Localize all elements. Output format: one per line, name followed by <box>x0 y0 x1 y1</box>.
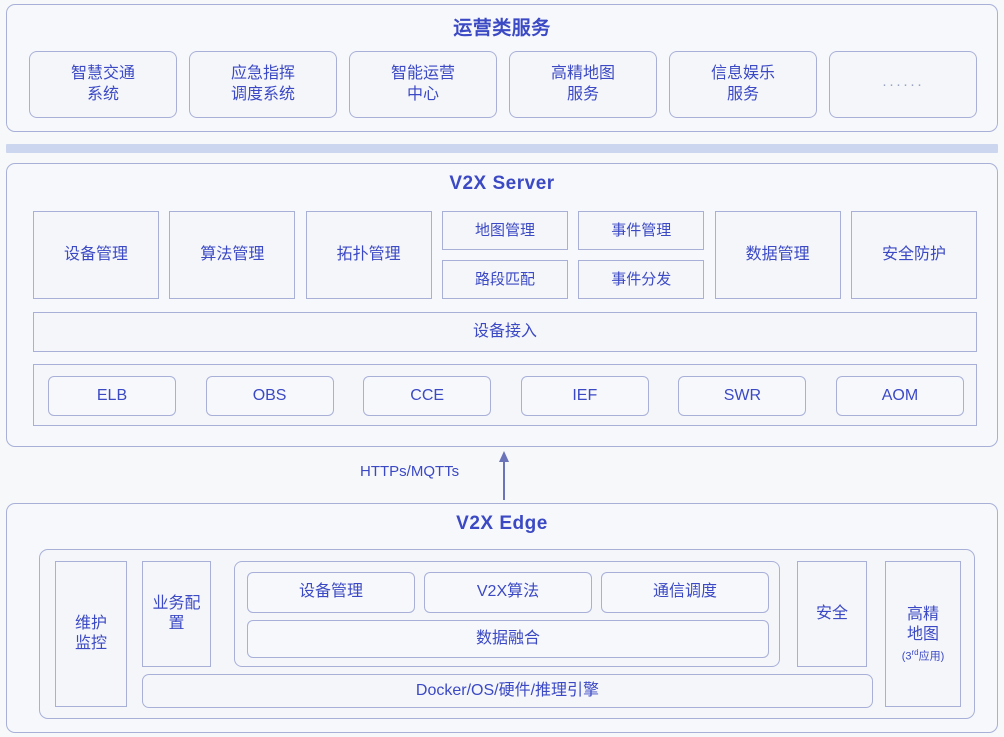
server-module-security-protection[interactable]: 安全防护 <box>850 211 977 299</box>
operations-services-title: 运营类服务 <box>453 18 551 39</box>
edge-data-fusion-label: 数据融合 <box>475 629 540 647</box>
ops-item-hd-map-service[interactable]: 高精地图服务 <box>509 51 657 118</box>
server-module-label: 事件管理 <box>611 221 672 239</box>
server-module-algorithm-management[interactable]: 算法管理 <box>169 211 296 299</box>
edge-module-label: 通信调度 <box>652 583 717 601</box>
server-device-access-bar[interactable]: 设备接入 <box>33 312 977 352</box>
v2x-edge-panel: V2X Edge 维护监控 业务配置 设备管理 V2X算法 通信调度 <box>6 503 998 733</box>
ellipsis-icon: ······ <box>882 75 924 93</box>
edge-hd-map[interactable]: 高精地图 (3rd应用) <box>885 561 961 707</box>
server-module-label: 安全防护 <box>881 245 946 263</box>
ops-item-emergency-dispatch[interactable]: 应急指挥调度系统 <box>189 51 337 118</box>
cloud-service-label: ELB <box>96 386 128 404</box>
v2x-server-panel: V2X Server 设备管理 算法管理 拓扑管理 地图管理 路段匹配 <box>6 163 998 447</box>
arrow-up-icon <box>499 451 509 500</box>
server-module-device-management[interactable]: 设备管理 <box>33 211 159 299</box>
server-module-label: 路段匹配 <box>474 270 535 288</box>
edge-module-communication-scheduling[interactable]: 通信调度 <box>601 572 769 613</box>
edge-hd-map-sub-prefix: (3 <box>901 650 912 663</box>
server-module-event-management[interactable]: 事件管理 <box>578 211 705 250</box>
cloud-service-label: AOM <box>881 386 919 404</box>
operations-services-row: 智慧交通系统 应急指挥调度系统 智能运营中心 高精地图服务 信息娱乐服务 ···… <box>29 51 977 118</box>
cloud-service-label: CCE <box>410 386 445 404</box>
edge-security-label: 安全 <box>815 604 848 622</box>
ops-item-label: 高精地图服务 <box>550 65 615 103</box>
server-module-label: 拓扑管理 <box>336 245 401 263</box>
ops-item-label: 智慧交通系统 <box>70 65 135 103</box>
cloud-service-label: IEF <box>572 386 598 404</box>
server-module-event-stack: 事件管理 事件分发 <box>578 211 705 299</box>
server-module-label: 地图管理 <box>474 221 535 239</box>
server-module-road-matching[interactable]: 路段匹配 <box>441 260 568 299</box>
edge-platform-bar[interactable]: Docker/OS/硬件/推理引擎 <box>142 674 873 708</box>
v2x-server-modules-row: 设备管理 算法管理 拓扑管理 地图管理 路段匹配 事件管理 <box>33 211 977 299</box>
edge-hd-map-sub-sup: rd <box>911 647 919 657</box>
edge-maintenance-monitoring[interactable]: 维护监控 <box>55 561 127 707</box>
ops-item-infotainment-service[interactable]: 信息娱乐服务 <box>669 51 817 118</box>
server-module-label: 数据管理 <box>745 245 810 263</box>
cloud-service-swr[interactable]: SWR <box>678 376 807 416</box>
cloud-service-label: OBS <box>252 386 287 404</box>
edge-hd-map-label: 高精地图 <box>906 605 939 644</box>
ops-item-more[interactable]: ······ <box>829 51 977 118</box>
cloud-service-elb[interactable]: ELB <box>48 376 176 416</box>
edge-module-label: 设备管理 <box>298 583 363 601</box>
cloud-service-cce[interactable]: CCE <box>363 376 492 416</box>
section-divider <box>6 144 998 153</box>
server-module-data-management[interactable]: 数据管理 <box>714 211 841 299</box>
server-module-label: 事件分发 <box>611 270 672 288</box>
connector-protocol-label: HTTPs/MQTTs <box>360 463 460 480</box>
edge-module-v2x-algorithm[interactable]: V2X算法 <box>424 572 592 613</box>
server-device-access-label: 设备接入 <box>472 322 537 340</box>
server-module-map-stack: 地图管理 路段匹配 <box>441 211 568 299</box>
edge-core-modules-row: 设备管理 V2X算法 通信调度 <box>247 572 769 613</box>
ops-item-smart-traffic[interactable]: 智慧交通系统 <box>29 51 177 118</box>
edge-business-config[interactable]: 业务配置 <box>142 561 211 667</box>
edge-core-group: 设备管理 V2X算法 通信调度 数据融合 <box>234 561 780 667</box>
v2x-server-title: V2X Server <box>449 173 555 194</box>
v2x-edge-title: V2X Edge <box>456 513 548 534</box>
edge-maintenance-label: 维护监控 <box>74 614 107 652</box>
edge-business-config-label: 业务配置 <box>152 594 201 632</box>
cloud-service-label: SWR <box>723 386 762 404</box>
cloud-service-obs[interactable]: OBS <box>205 376 334 416</box>
server-module-topology-management[interactable]: 拓扑管理 <box>305 211 432 299</box>
edge-security[interactable]: 安全 <box>797 561 867 667</box>
ops-item-intelligent-operation-center[interactable]: 智能运营中心 <box>349 51 497 118</box>
cloud-service-aom[interactable]: AOM <box>835 376 964 416</box>
ops-item-label: 应急指挥调度系统 <box>230 65 295 103</box>
cloud-services-row: ELB OBS CCE IEF SWR AOM <box>48 376 964 416</box>
server-module-map-management[interactable]: 地图管理 <box>441 211 568 250</box>
cloud-service-ief[interactable]: IEF <box>520 376 649 416</box>
cloud-services-group: ELB OBS CCE IEF SWR AOM <box>33 364 977 426</box>
ops-item-label: 信息娱乐服务 <box>710 65 775 103</box>
operations-services-panel: 运营类服务 智慧交通系统 应急指挥调度系统 智能运营中心 高精地图服务 信息娱乐… <box>6 4 998 132</box>
edge-platform-label: Docker/OS/硬件/推理引擎 <box>415 681 600 699</box>
server-module-event-distribution[interactable]: 事件分发 <box>578 260 705 299</box>
edge-hd-map-sub-suffix: 应用) <box>918 650 945 663</box>
edge-module-label: V2X算法 <box>476 583 540 601</box>
server-module-label: 算法管理 <box>200 245 265 263</box>
v2x-edge-inner-container: 维护监控 业务配置 设备管理 V2X算法 通信调度 <box>39 549 975 719</box>
ops-item-label: 智能运营中心 <box>390 65 455 103</box>
edge-module-device-management[interactable]: 设备管理 <box>247 572 415 613</box>
edge-hd-map-sublabel: (3rd应用) <box>902 648 945 664</box>
edge-module-data-fusion[interactable]: 数据融合 <box>247 620 769 658</box>
server-edge-connector: HTTPs/MQTTs <box>0 447 1004 503</box>
server-module-label: 设备管理 <box>63 245 128 263</box>
